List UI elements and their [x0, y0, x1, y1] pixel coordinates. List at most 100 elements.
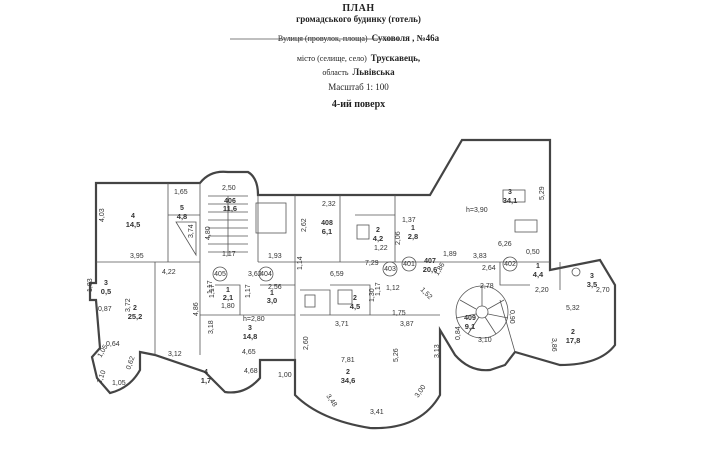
- svg-text:1: 1: [536, 263, 540, 270]
- city-line: місто (селище, село) Трускавець,: [0, 48, 717, 66]
- svg-text:5: 5: [180, 205, 184, 212]
- svg-text:2,78: 2,78: [480, 283, 494, 290]
- svg-text:404: 404: [260, 271, 272, 278]
- svg-text:402: 402: [504, 261, 516, 268]
- svg-text:408: 408: [321, 220, 333, 227]
- svg-text:2,56: 2,56: [268, 284, 282, 291]
- svg-text:4,03: 4,03: [99, 208, 106, 222]
- svg-text:3: 3: [590, 273, 594, 280]
- svg-text:34,1: 34,1: [503, 196, 518, 205]
- svg-text:3,95: 3,95: [130, 253, 144, 260]
- region-label: область: [322, 68, 349, 77]
- svg-text:20,6: 20,6: [423, 265, 438, 274]
- svg-text:3,10: 3,10: [478, 337, 492, 344]
- svg-text:4,5: 4,5: [350, 302, 360, 311]
- svg-text:4: 4: [131, 213, 135, 220]
- room-label: 12,8: [408, 225, 418, 241]
- svg-text:1,17: 1,17: [222, 251, 236, 258]
- svg-text:5,26: 5,26: [393, 348, 400, 362]
- svg-text:1,17: 1,17: [207, 280, 214, 294]
- svg-text:2: 2: [133, 305, 137, 312]
- svg-text:14,8: 14,8: [243, 332, 258, 341]
- room-marker: 402: [502, 256, 518, 272]
- room-label: 225,2: [128, 305, 143, 321]
- svg-text:1,80: 1,80: [221, 303, 235, 310]
- city-value: Трускавець,: [370, 53, 421, 63]
- svg-text:2: 2: [571, 329, 575, 336]
- svg-text:11,6: 11,6: [223, 204, 237, 213]
- svg-text:3,48: 3,48: [324, 393, 338, 408]
- svg-text:5,32: 5,32: [566, 305, 580, 312]
- city-label: місто (селище, село): [296, 54, 367, 63]
- svg-text:1,12: 1,12: [386, 285, 400, 292]
- stair-left: [208, 195, 248, 256]
- svg-text:6,1: 6,1: [322, 227, 332, 236]
- svg-text:403: 403: [384, 266, 396, 273]
- room-label: 217,8: [566, 329, 581, 345]
- svg-text:2,62: 2,62: [301, 218, 308, 232]
- svg-text:1,89: 1,89: [443, 251, 457, 258]
- ceiling-height: h=2,80: [243, 316, 265, 323]
- svg-text:2,60: 2,60: [303, 336, 310, 350]
- street-line: Вулиця (провулок, площа) Суховоля , №46а: [0, 28, 717, 46]
- svg-text:7,29: 7,29: [365, 260, 379, 267]
- room-label: 41,7: [201, 369, 211, 385]
- svg-text:407: 407: [424, 258, 436, 265]
- svg-text:401: 401: [403, 261, 415, 268]
- svg-text:3,72: 3,72: [125, 298, 132, 312]
- svg-text:6,59: 6,59: [330, 271, 344, 278]
- svg-text:1,05: 1,05: [112, 380, 126, 387]
- plan-subtitle: громадського будинку (готель): [296, 14, 421, 24]
- svg-text:3,13: 3,13: [434, 344, 441, 358]
- svg-text:0,5: 0,5: [101, 287, 111, 296]
- svg-text:2,70: 2,70: [596, 287, 610, 294]
- street-value: Суховоля , №46а: [371, 33, 440, 43]
- svg-text:3,74: 3,74: [188, 224, 195, 238]
- svg-text:3,41: 3,41: [370, 409, 384, 416]
- svg-text:2,50: 2,50: [222, 185, 236, 192]
- svg-text:9,1: 9,1: [465, 322, 475, 331]
- svg-text:4,86: 4,86: [193, 302, 200, 316]
- svg-text:3,86: 3,86: [550, 338, 557, 352]
- svg-text:1,37: 1,37: [402, 217, 416, 224]
- outer-wall: [88, 138, 617, 430]
- svg-text:1,65: 1,65: [174, 189, 188, 196]
- room-label: 334,1: [503, 189, 518, 205]
- region-value: Львівська: [352, 67, 395, 77]
- svg-text:3,87: 3,87: [400, 321, 414, 328]
- interior-walls: [96, 183, 561, 360]
- plan-title: ПЛАН: [342, 3, 375, 14]
- svg-text:0,90: 0,90: [508, 310, 515, 324]
- room-marker: 404: [258, 266, 274, 282]
- svg-text:25,2: 25,2: [128, 312, 143, 321]
- svg-text:2,64: 2,64: [482, 265, 496, 272]
- svg-text:1: 1: [270, 290, 274, 297]
- svg-text:406: 406: [224, 198, 236, 205]
- scale-label: Масштаб 1: 100: [328, 82, 389, 92]
- svg-text:405: 405: [214, 271, 226, 278]
- room-marker: 405: [212, 266, 228, 282]
- svg-text:4,8: 4,8: [177, 212, 187, 221]
- svg-text:4,2: 4,2: [373, 234, 383, 243]
- svg-text:3: 3: [104, 280, 108, 287]
- svg-text:17,8: 17,8: [566, 336, 581, 345]
- svg-text:3,18: 3,18: [208, 320, 215, 334]
- room-marker: 401: [401, 256, 417, 272]
- svg-text:34,6: 34,6: [341, 376, 356, 385]
- svg-text:1,14: 1,14: [297, 256, 304, 270]
- svg-text:1: 1: [226, 287, 230, 294]
- svg-text:1,30: 1,30: [369, 288, 376, 302]
- svg-text:4: 4: [204, 369, 208, 376]
- svg-text:3,5: 3,5: [587, 280, 597, 289]
- svg-text:1,17: 1,17: [245, 284, 252, 298]
- room-label: 24,5: [350, 295, 360, 311]
- room-label: 314,8: [243, 325, 258, 341]
- svg-text:1,17: 1,17: [209, 284, 216, 298]
- stair-spiral: [455, 285, 509, 339]
- svg-text:4,80: 4,80: [205, 226, 212, 240]
- svg-text:0,50: 0,50: [526, 249, 540, 256]
- svg-text:3,12: 3,12: [168, 351, 182, 358]
- room-label: 14,4: [533, 263, 544, 279]
